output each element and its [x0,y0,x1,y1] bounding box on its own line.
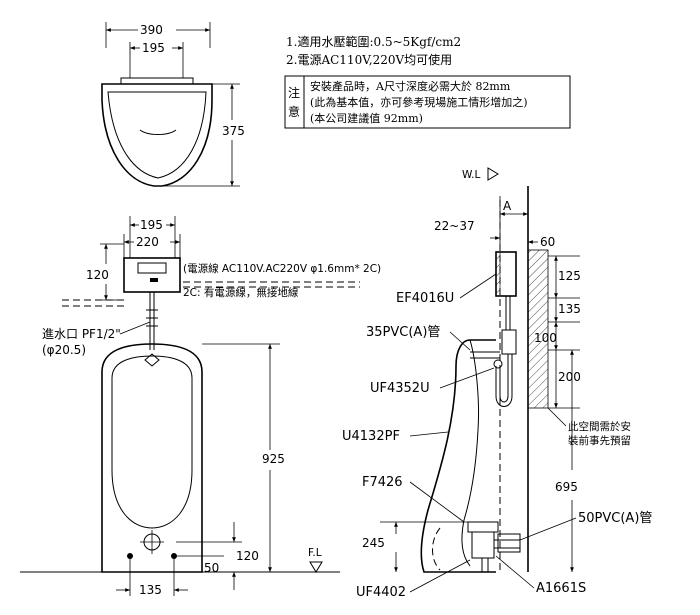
dim-120-top: 120 [86,268,109,282]
caution-line-2: (此為基本值，亦可參考現場施工情形增加之) [310,95,528,109]
dim-135: 135 [139,583,162,597]
caution-line-1: 安裝產品時，A尺寸深度必需大於 82mm [310,79,511,93]
note-line-1: 1.適用水壓範圍:0.5~5Kgf/cm2 [286,34,461,49]
part-50pvc: 50PVC(A)管 [578,511,652,526]
dim-220: 220 [136,235,159,249]
dim-925: 925 [262,452,285,466]
space-note-1: 此空間需於安 [568,420,631,433]
dim-60: 60 [540,235,555,249]
dim-22-37: 22~37 [434,219,475,233]
dim-135-side: 135 [558,302,581,316]
dim-245: 245 [362,536,385,550]
dim-A: A [503,199,512,213]
dim-120-bottom: 120 [236,549,259,563]
caution-label-2: 意 [288,104,300,119]
dim-195-front: 195 [140,218,163,232]
dim-200: 200 [558,370,581,384]
front-view: 195 220 120 (電源線 AC110V.AC220V φ1.6mm* 2… [20,216,381,597]
part-35pvc: 35PVC(A)管 [366,325,440,340]
notes-block: 1.適用水壓範圍:0.5~5Kgf/cm2 2.電源AC110V,220V均可使… [284,34,571,129]
floor-level-label: F.L [308,547,322,559]
dim-100: 100 [534,331,557,345]
wall-level-label: W.L [462,169,481,181]
caution-label-1: 注 [288,85,300,100]
part-f7426: F7426 [362,475,403,490]
part-ef4016u: EF4016U [396,291,454,306]
inlet-label: 進水口 PF1/2" [42,327,121,341]
urinal-side [420,339,496,573]
side-view: W.L A 22~37 60 125 135 [342,167,652,600]
part-uf4352u: UF4352U [370,381,430,396]
inlet-diameter: (φ20.5) [42,343,86,357]
power-cable-label: (電源線 AC110V.AC220V φ1.6mm* 2C) [183,262,381,275]
dim-695: 695 [555,480,578,494]
space-note-2: 裝前事先預留 [568,434,631,447]
urinal-front [101,343,203,573]
power-cable-note: 2C: 有電源線，無接地線 [183,286,299,299]
top-view: 390 195 375 [101,22,245,187]
dim-390: 390 [140,23,163,37]
dim-125: 125 [558,269,581,283]
dim-195-top: 195 [142,41,165,55]
sensor-box [123,257,181,293]
part-u4132pf: U4132PF [342,429,400,444]
part-uf4402: UF4402 [356,585,406,600]
part-a1661s: A1661S [536,581,586,596]
note-line-2: 2.電源AC110V,220V均可使用 [286,52,452,67]
dim-50: 50 [204,561,219,575]
caution-box [284,75,571,129]
dim-375: 375 [222,124,245,138]
caution-line-3: (本公司建議值 92mm) [310,111,423,125]
